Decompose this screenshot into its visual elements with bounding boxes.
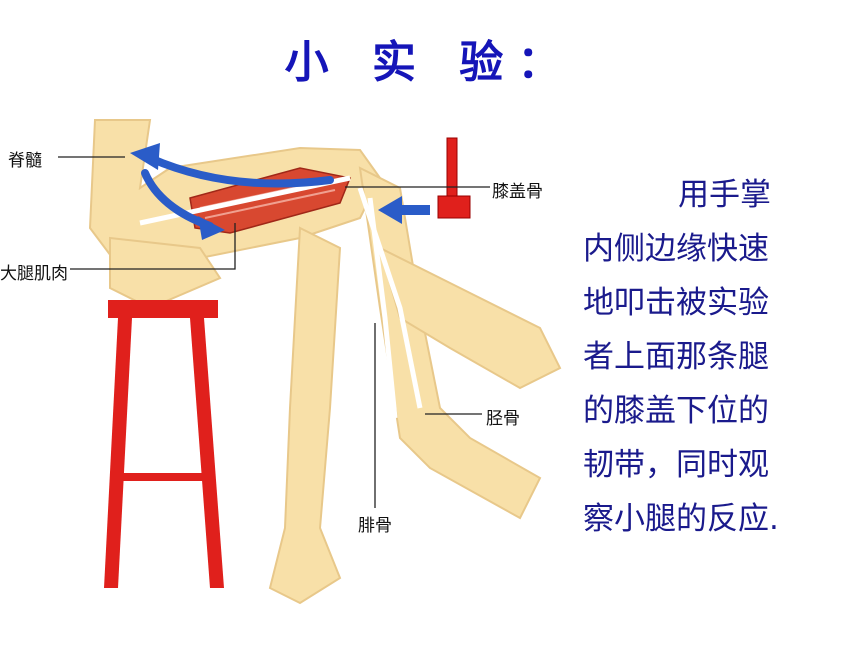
description-line: 用手掌 — [678, 177, 771, 213]
label-kneecap: 膝盖骨 — [492, 182, 543, 202]
experiment-description: 用手掌 内侧边缘快速 地叩击被实验 者上面那条腿 的膝盖下位的 韧带，同时观 察… — [583, 168, 858, 546]
label-thigh-muscle: 大腿肌肉 — [0, 264, 68, 284]
knee-reflex-diagram: 脊髓 大腿肌肉 膝盖骨 胫骨 腓骨 — [0, 108, 570, 640]
label-lines — [58, 156, 490, 508]
label-spinal-cord: 脊髓 — [8, 151, 42, 171]
arrow-head-up-icon — [130, 143, 160, 170]
page-title: 小 实 验： — [284, 37, 576, 88]
description-line: 韧带，同时观 — [583, 447, 769, 483]
tap-arrow-head-icon — [378, 196, 402, 224]
body-figure — [88, 119, 562, 605]
reflex-hammer-icon — [437, 137, 471, 219]
description-line: 的膝盖下位的 — [583, 393, 769, 429]
description-line: 察小腿的反应. — [583, 501, 779, 537]
description-line: 内侧边缘快速 — [583, 231, 769, 267]
description-line: 者上面那条腿 — [583, 339, 769, 375]
stool-icon — [104, 300, 224, 588]
description-line: 地叩击被实验 — [583, 285, 769, 321]
label-fibula: 腓骨 — [358, 516, 392, 536]
label-tibia: 胫骨 — [486, 409, 520, 429]
arrow-head-down-icon — [198, 216, 225, 240]
knee-reflex-illustration — [58, 119, 562, 605]
